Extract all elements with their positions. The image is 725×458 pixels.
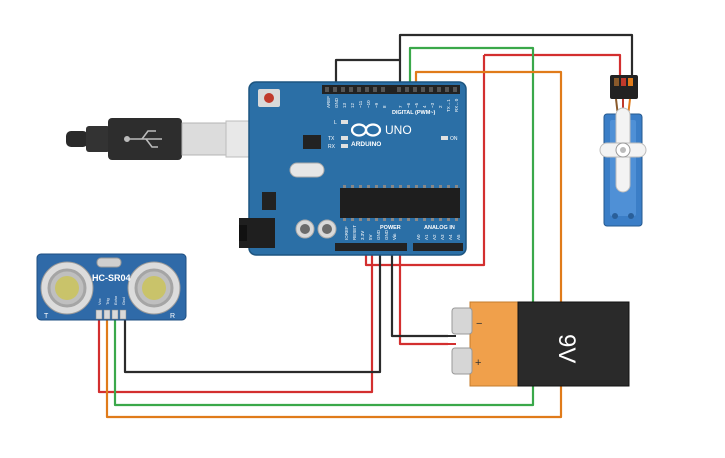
usb-icon xyxy=(124,130,162,148)
pin-label: GND xyxy=(334,97,339,108)
pin-label: GND xyxy=(376,229,381,240)
pin-label: AREF xyxy=(326,96,331,108)
pin-label: ~6 xyxy=(406,102,411,108)
digital-section-label: DIGITAL (PWM~) xyxy=(392,110,436,116)
pin-label: IOREF xyxy=(344,226,349,240)
pin-label: A3 xyxy=(440,234,445,240)
sensor-pin-labels: Vcc Trig Echo Gnd xyxy=(97,295,126,305)
wires xyxy=(97,33,634,419)
battery-plus-symbol: + xyxy=(475,357,481,369)
analog-section-label: ANALOG IN xyxy=(424,225,455,231)
wire-red-sensor[interactable] xyxy=(97,250,374,394)
pin-label: 5V xyxy=(368,234,373,240)
pin-label: GND xyxy=(384,229,389,240)
pin-label: Echo xyxy=(113,295,118,305)
arduino-model: UNO xyxy=(385,123,412,137)
pin-label: A1 xyxy=(424,234,429,240)
pin-label: Gnd xyxy=(121,297,126,305)
analog-pin-labels: A0 A1 A2 A3 A4 A5 xyxy=(416,234,461,240)
led-l xyxy=(341,120,348,124)
pin-label: 3.3V xyxy=(360,231,365,240)
sensor-crystal xyxy=(96,257,122,268)
pin-label: 2 xyxy=(438,105,443,108)
servo-horn[interactable] xyxy=(599,107,647,193)
sensor-mark-t: T xyxy=(44,313,49,320)
pin-label: 12 xyxy=(350,102,355,108)
power-pin-labels: IOREF RESET 3.3V 5V GND GND Vin xyxy=(344,225,397,240)
pin-label: 8 xyxy=(382,105,387,108)
pin-label: ~3 xyxy=(430,102,435,108)
transducer-right xyxy=(127,261,181,315)
pin-label: A2 xyxy=(432,234,437,240)
pin-label: TX→1 xyxy=(446,99,451,112)
pin-label: Vcc xyxy=(97,298,102,305)
crystal xyxy=(289,162,325,178)
pin-label: Vin xyxy=(392,233,397,240)
pin-label: A5 xyxy=(456,234,461,240)
small-chip xyxy=(303,135,321,149)
battery-label: 9V xyxy=(553,334,580,363)
sensor-mark-r: R xyxy=(170,313,175,320)
wire-black-battery[interactable] xyxy=(390,250,448,338)
transducer-left xyxy=(40,261,94,315)
led-on-label: ON xyxy=(450,136,458,142)
pin-label: 7 xyxy=(398,105,403,108)
arduino-logo xyxy=(350,123,382,137)
pin-label: ~9 xyxy=(374,102,379,108)
led-l-label: L xyxy=(334,120,337,126)
pin-label: ~10 xyxy=(366,100,371,108)
led-tx xyxy=(341,136,348,140)
wire-black-servo[interactable] xyxy=(334,33,634,90)
voltage-regulator xyxy=(262,192,276,210)
battery-terminal-minus[interactable] xyxy=(451,307,473,335)
led-tx-label: TX xyxy=(328,136,335,142)
battery-terminal-plus[interactable] xyxy=(451,347,473,375)
digital-pin-labels: AREF GND 13 12 ~11 ~10 ~9 8 7 ~6 ~5 4 ~3… xyxy=(326,96,459,112)
pin-label: RX←0 xyxy=(454,98,459,112)
ultrasonic-sensor[interactable]: HC-SR04 T R Vcc Trig Echo Gnd xyxy=(36,253,187,321)
wire-red-battery[interactable] xyxy=(398,250,448,346)
power-section-label: POWER xyxy=(380,225,401,231)
led-on xyxy=(441,136,448,140)
servo-motor[interactable] xyxy=(599,75,647,227)
pin-label: A4 xyxy=(448,234,453,240)
pin-label: A0 xyxy=(416,234,421,240)
pin-label: ~5 xyxy=(414,102,419,108)
atmega-chip xyxy=(340,188,460,218)
arduino-board[interactable]: AREF GND 13 12 ~11 ~10 ~9 8 7 ~6 ~5 4 ~3… xyxy=(239,81,467,256)
pin-label: ~11 xyxy=(358,100,363,108)
pin-label: Trig xyxy=(105,298,110,305)
sensor-label: HC-SR04 xyxy=(92,273,131,283)
wire-red-servo[interactable] xyxy=(484,53,622,75)
pin-label: 13 xyxy=(342,102,347,108)
battery-minus-symbol: − xyxy=(476,318,482,330)
wire-orange[interactable] xyxy=(105,70,563,419)
wire-green[interactable] xyxy=(113,46,535,407)
led-rx-label: RX xyxy=(328,144,336,150)
wire-black-sensor[interactable] xyxy=(123,250,382,374)
usb-cable xyxy=(66,118,257,160)
pin-label: 4 xyxy=(422,105,427,108)
battery-9v[interactable]: − + 9V xyxy=(448,301,630,387)
arduino-brand: ARDUINO xyxy=(351,141,381,148)
wire-red-5v[interactable] xyxy=(364,55,486,267)
led-rx xyxy=(341,144,348,148)
pin-label: RESET xyxy=(352,225,357,240)
